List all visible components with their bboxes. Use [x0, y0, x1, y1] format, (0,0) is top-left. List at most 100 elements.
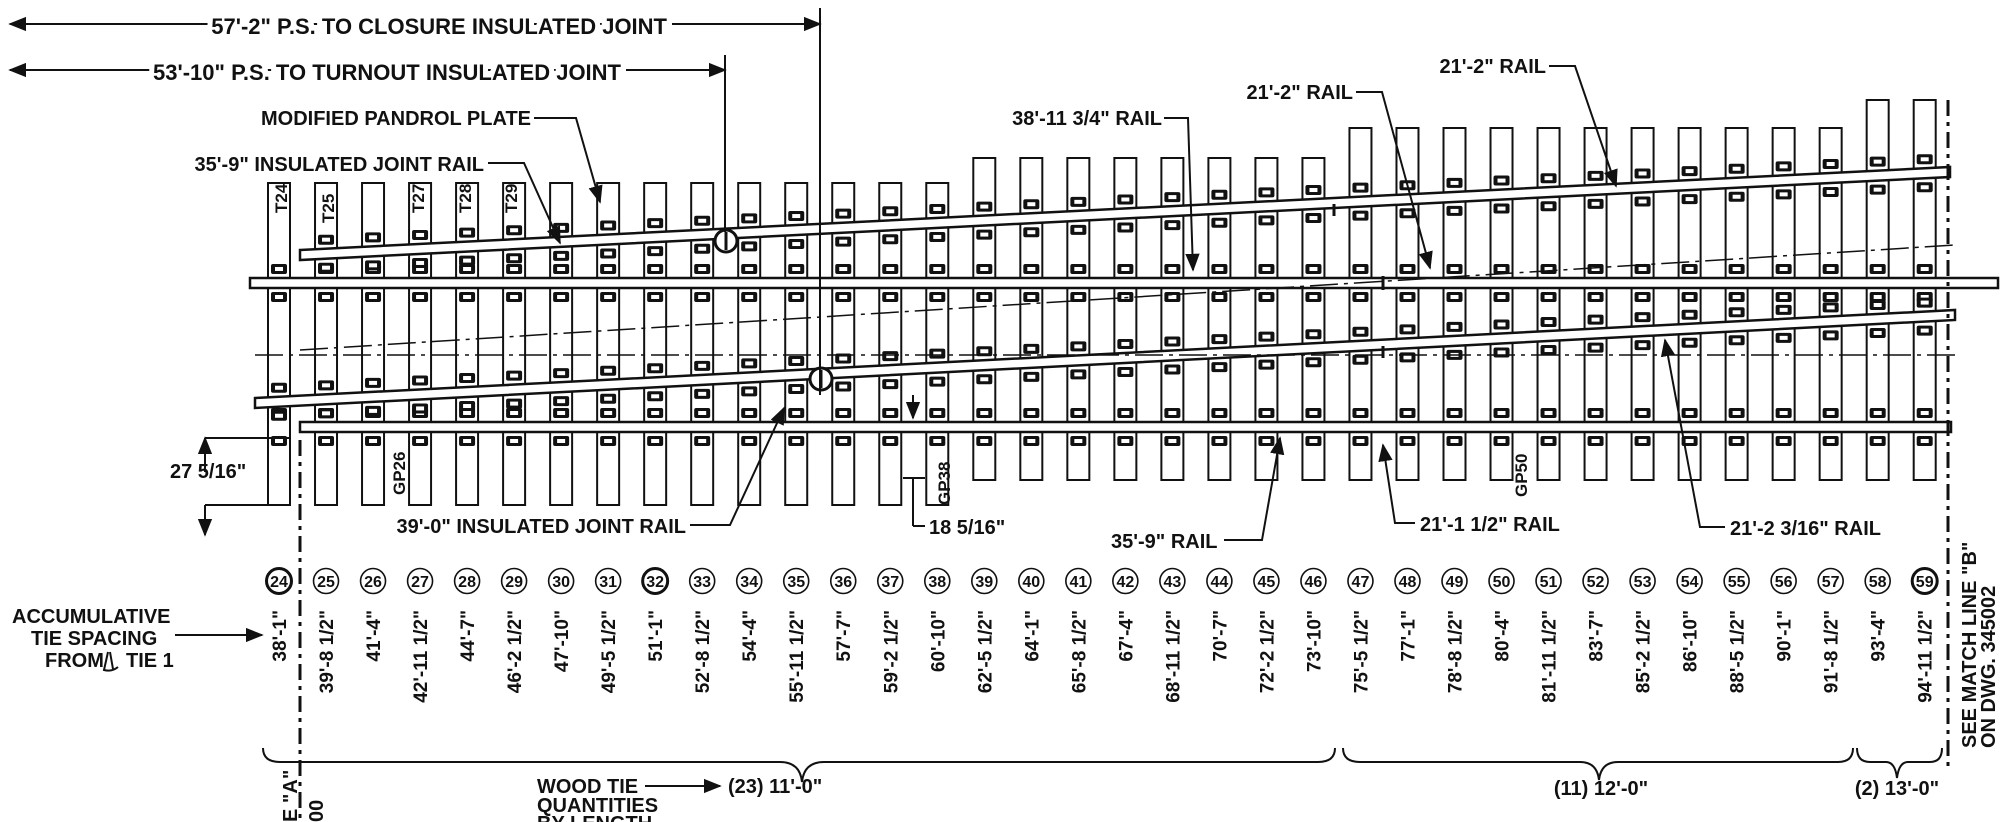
rail-clip-hole: [980, 232, 989, 237]
tie-number: 35: [787, 574, 805, 591]
pandrol-plate-callout: MODIFIED PANDROL PLATE: [261, 108, 531, 130]
rail-clip-hole: [839, 384, 848, 389]
tie-number: 57: [1822, 574, 1840, 591]
rail-clip-hole: [1544, 439, 1553, 443]
tie-number: 59: [1916, 574, 1934, 591]
rail-clip-hole: [1779, 439, 1788, 443]
rail-clip-hole: [510, 256, 519, 261]
group-label-2: (11) 12'-0": [1554, 778, 1648, 800]
tie-number: 37: [881, 574, 899, 591]
plate-gp26: GP26: [390, 452, 409, 495]
rail-clip-hole: [1121, 411, 1130, 415]
tie-number-circle: [1910, 567, 1939, 595]
ij-rail-359-callout: 35'-9" INSULATED JOINT RAIL: [195, 154, 484, 176]
rail-clip-hole: [1873, 267, 1882, 271]
rail-clip-hole: [1121, 341, 1130, 346]
rail-clip-hole: [933, 234, 942, 239]
tie-spacing-value: 78'-8 1/2": [1446, 610, 1467, 693]
rail-clip-hole: [792, 411, 801, 415]
rail-clip-hole: [745, 244, 754, 249]
tie-number: 26: [364, 574, 382, 591]
tie-number: 33: [693, 574, 711, 591]
rail-clip-hole: [1403, 411, 1412, 415]
rail-clip-hole: [369, 235, 378, 240]
rail-clip-hole: [933, 267, 942, 271]
rail-clip-hole: [1685, 267, 1694, 271]
tie-number: 38: [928, 574, 946, 591]
rail-clip-hole: [1168, 439, 1177, 443]
rail-clip-hole: [510, 401, 519, 406]
rail-clip-hole: [416, 267, 425, 271]
rail-clip-hole: [698, 218, 707, 223]
rail-clip-hole: [1309, 188, 1318, 193]
tie-25: [314, 182, 339, 506]
tie-number: 41: [1069, 574, 1087, 591]
rail-clip-hole: [980, 411, 989, 415]
tie-tag-t27: T27: [409, 184, 428, 213]
rail-clip-hole: [980, 377, 989, 382]
rail-clip-hole: [651, 411, 660, 415]
rail-clip-hole: [604, 267, 613, 271]
tie-number: 40: [1022, 574, 1040, 591]
rail-clip-hole: [369, 263, 378, 268]
rail-clip-hole: [1638, 343, 1647, 348]
tie-number: 58: [1869, 574, 1887, 591]
rail-clip-hole: [745, 267, 754, 271]
rail-clip-hole: [1027, 267, 1036, 271]
tie-spacing-value: 39'-8 1/2": [317, 610, 338, 693]
tie-number-circle: [1864, 567, 1891, 595]
rail-clip-hole: [1638, 199, 1647, 204]
rail-clip-hole: [557, 371, 566, 376]
rail-clip-hole: [604, 295, 613, 299]
rail-clip-hole: [886, 439, 895, 443]
ij-rail-390-callout: 39'-0" INSULATED JOINT RAIL: [397, 516, 686, 538]
diverging-rail-upper: [298, 165, 1952, 262]
rail-359-callout: 35'-9" RAIL: [1111, 531, 1217, 553]
tie-number-circle: [688, 567, 716, 595]
rail-clip-hole: [1920, 185, 1929, 190]
rail-clip-hole: [1262, 190, 1271, 195]
rail-clip-hole: [698, 411, 707, 415]
rail-clip-hole: [1403, 295, 1412, 299]
rail-clip-hole: [416, 378, 425, 383]
rail-clip-hole: [604, 439, 613, 443]
tie-number-circle: [1347, 567, 1374, 595]
rail-clip-hole: [416, 406, 425, 411]
tie-43: [1160, 157, 1185, 481]
rail-clip-hole: [1826, 411, 1835, 415]
rail-clip-hole: [1638, 295, 1647, 299]
rail-clip-hole: [1497, 267, 1506, 271]
tie-number-circle: [406, 567, 434, 595]
rail-clip-hole: [1873, 295, 1882, 299]
plate-gp38: GP38: [935, 462, 954, 505]
rail-clip-hole: [792, 358, 801, 363]
tie-number: 34: [740, 574, 758, 591]
tie-spacing-value: 57'-7": [834, 610, 855, 662]
rail-clip-hole: [839, 411, 848, 415]
rail-clip-hole: [1826, 295, 1835, 299]
rail-clip-hole: [886, 209, 895, 214]
rail-clip-hole: [1779, 164, 1788, 169]
rail-clip-hole: [886, 382, 895, 387]
rail-clip-hole: [1920, 267, 1929, 271]
rail-clip-hole: [1685, 411, 1694, 415]
spacing-label-line4: TIE 1: [126, 650, 174, 672]
tie-spacing-value: 51'-1": [646, 610, 667, 662]
tie-number-circle: [1770, 567, 1797, 595]
rail-clip-hole: [1168, 367, 1177, 372]
tie-number-circle: [829, 567, 857, 595]
rail-clip-hole: [1309, 216, 1318, 221]
rail-clip-hole: [839, 211, 848, 216]
rail-clip-hole: [1168, 295, 1177, 299]
tie-spacing-value: 73'-10": [1304, 610, 1325, 672]
tie-spacing-value: 83'-7": [1587, 610, 1608, 662]
tie-spacing-value: 94'-11 1/2": [1916, 610, 1937, 703]
tie-number-circle: [1394, 567, 1421, 595]
rail-clip-hole: [933, 439, 942, 443]
rail-clip-hole: [1121, 439, 1130, 443]
rail-clip-hole: [839, 239, 848, 244]
rail-clip-hole: [933, 411, 942, 415]
rail-clip-hole: [557, 411, 566, 415]
match-line-a-2: 00: [306, 800, 328, 822]
